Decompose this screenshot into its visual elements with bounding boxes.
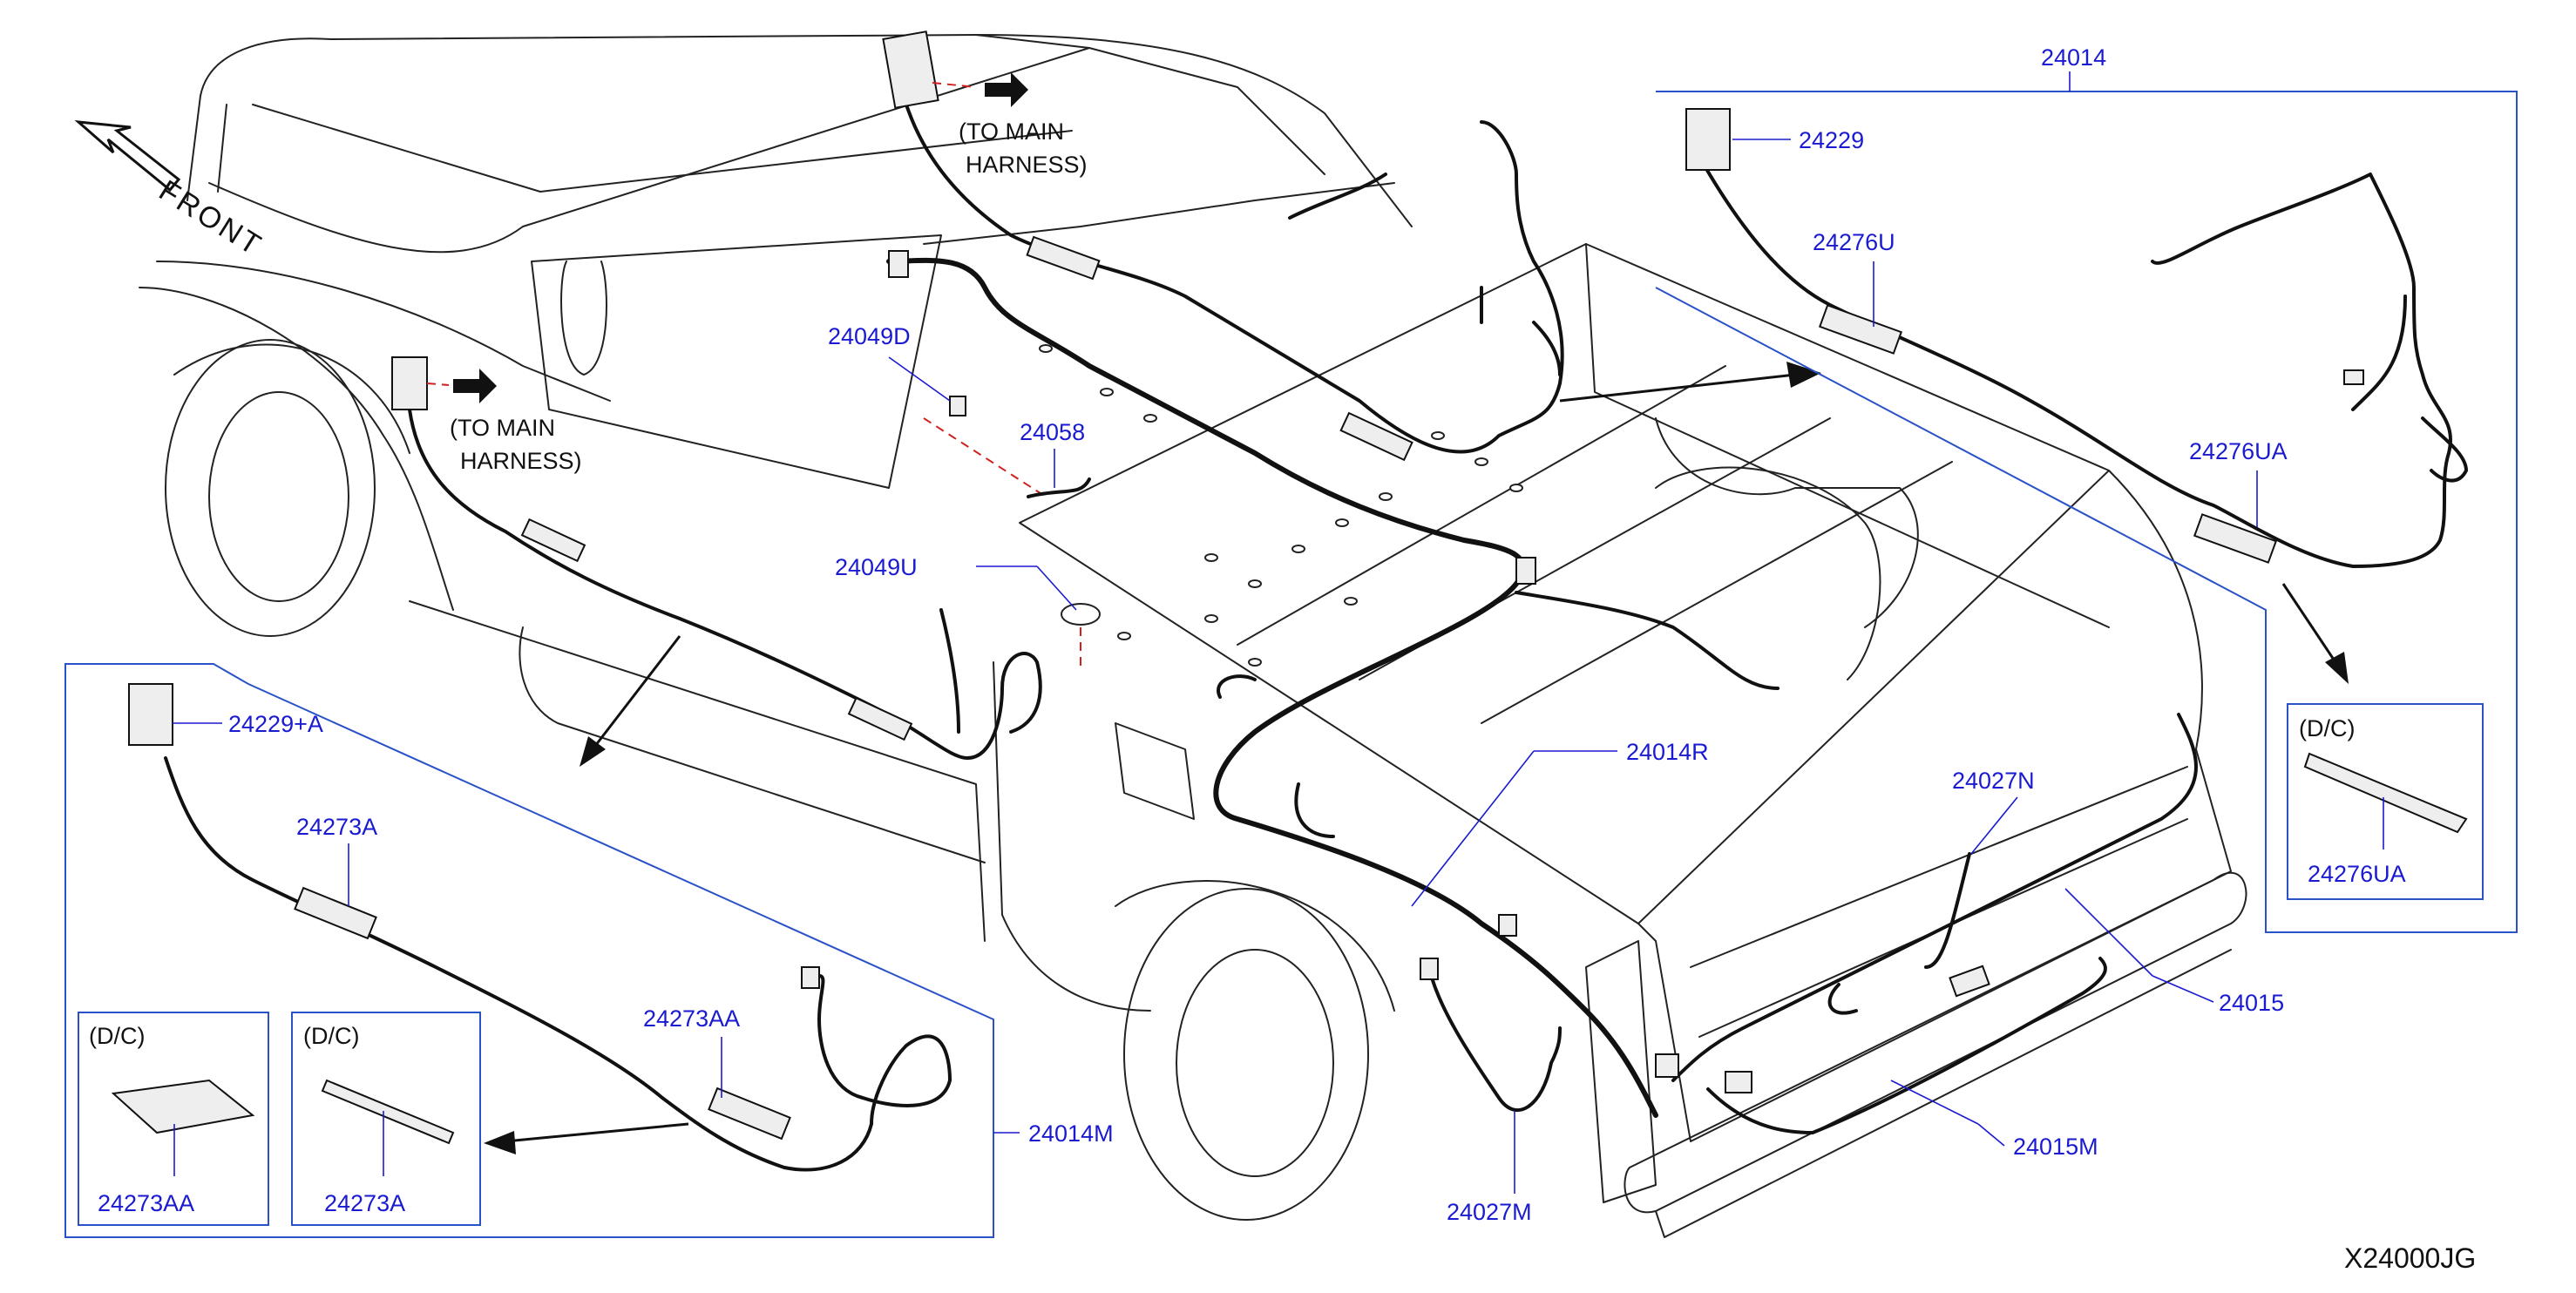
part-24276ua-label: 24276UA (2189, 438, 2288, 464)
connector-box (1515, 557, 1536, 585)
part-24027m-label: 24027M (1447, 1199, 1532, 1225)
frame-24014: 24014 24229 24276U 24276UA (D/C) 24276UA (1655, 44, 2518, 933)
part-24049u-label: 24049U (835, 554, 918, 580)
connector-box (1026, 235, 1101, 281)
part-24014-label: 24014 (2041, 44, 2106, 71)
harness-24015m (1706, 957, 2107, 1134)
harness-24015 (1671, 713, 2198, 1082)
part-24273aa-label: 24273AA (643, 1005, 740, 1032)
arrow-icon (580, 736, 606, 767)
part-24015-label: 24015 (2219, 990, 2284, 1016)
part-24058-label: 24058 (1020, 419, 1085, 445)
connector-box (1339, 411, 1413, 462)
connector-box (2343, 369, 2364, 385)
dc-inset-part-label: 24276UA (2308, 861, 2406, 887)
combination-lamp-connector (391, 356, 428, 410)
combination-lamp-connector (1685, 108, 1731, 171)
diagram-code: X24000JG (2344, 1242, 2476, 1274)
connector-box (847, 696, 913, 741)
dc-inset-24273a (291, 1012, 481, 1226)
to-main-harness-label-1: (TO MAIN (959, 118, 1064, 145)
harness-24027m (1427, 965, 1562, 1113)
connector-box (2193, 513, 2278, 564)
harness-24014-main (905, 103, 1564, 454)
combination-lamp-connector (882, 30, 939, 109)
connector-box (1949, 965, 1990, 998)
to-main-harness-callouts: (TO MAIN HARNESS) (TO MAIN HARNESS) (426, 72, 1088, 474)
part-24229-label: 24229 (1799, 127, 1864, 153)
dc-inset-24276ua (2287, 703, 2484, 900)
connector-box (708, 1087, 791, 1141)
inset-part-24273a (321, 1079, 455, 1145)
harness-label-2: HARNESS) (460, 448, 582, 474)
connector-box (1818, 304, 1903, 355)
dc-tag: (D/C) (303, 1023, 359, 1049)
dc-inset-part-label: 24273A (324, 1190, 405, 1216)
arrow-right-icon (985, 72, 1028, 107)
combination-lamp-connector (128, 683, 173, 746)
dc-inset-part-label: 24273AA (98, 1190, 194, 1216)
inset-part-24273aa (111, 1079, 255, 1134)
arrow-icon (2325, 652, 2349, 684)
part-24229a-label: 24229+A (228, 711, 323, 737)
connector-box (294, 886, 377, 940)
clip-icon (949, 396, 966, 416)
part-callouts: 24049D 24058 24049U 24014R 24027N 24015 … (828, 323, 2284, 1225)
connector-box (1420, 958, 1439, 980)
pointer-arrows (484, 362, 2349, 1154)
part-24276u-label: 24276U (1813, 229, 1895, 255)
connector-box (1655, 1053, 1679, 1078)
front-direction-arrow: FRONT (74, 120, 268, 263)
arrow-right-icon (453, 369, 497, 403)
connector-box (520, 518, 586, 563)
connector-box (801, 966, 820, 989)
inset-part-24276ua (2303, 752, 2468, 834)
harness-24014r (886, 257, 1779, 1118)
to-main-harness-label-2: (TO MAIN (450, 415, 555, 441)
frame-24014m: 24014M 24229+A 24273A 24273AA (D/C) 2427… (64, 663, 1114, 1238)
front-label: FRONT (153, 174, 268, 263)
part-24027n-label: 24027N (1952, 768, 2035, 794)
connector-box (888, 250, 909, 278)
part-24049d-label: 24049D (828, 323, 911, 349)
clip-24049d (923, 396, 1091, 671)
connector-box (1725, 1071, 1752, 1093)
arrow-icon (1786, 362, 1821, 388)
arrow-icon (484, 1131, 516, 1154)
part-24015m-label: 24015M (2013, 1134, 2098, 1160)
front-arrow-icon (74, 120, 181, 193)
vehicle-outline (139, 34, 2247, 1238)
part-24014r-label: 24014R (1626, 739, 1709, 765)
harness-connectors (391, 30, 1990, 1093)
part-24273a-label: 24273A (296, 814, 377, 840)
part-24014m-label: 24014M (1028, 1120, 1114, 1147)
dc-inset-24273aa (78, 1012, 269, 1226)
dc-tag: (D/C) (89, 1023, 145, 1049)
harness-label-1: HARNESS) (966, 152, 1088, 178)
connector-box (1498, 914, 1517, 937)
dc-tag: (D/C) (2299, 715, 2355, 741)
